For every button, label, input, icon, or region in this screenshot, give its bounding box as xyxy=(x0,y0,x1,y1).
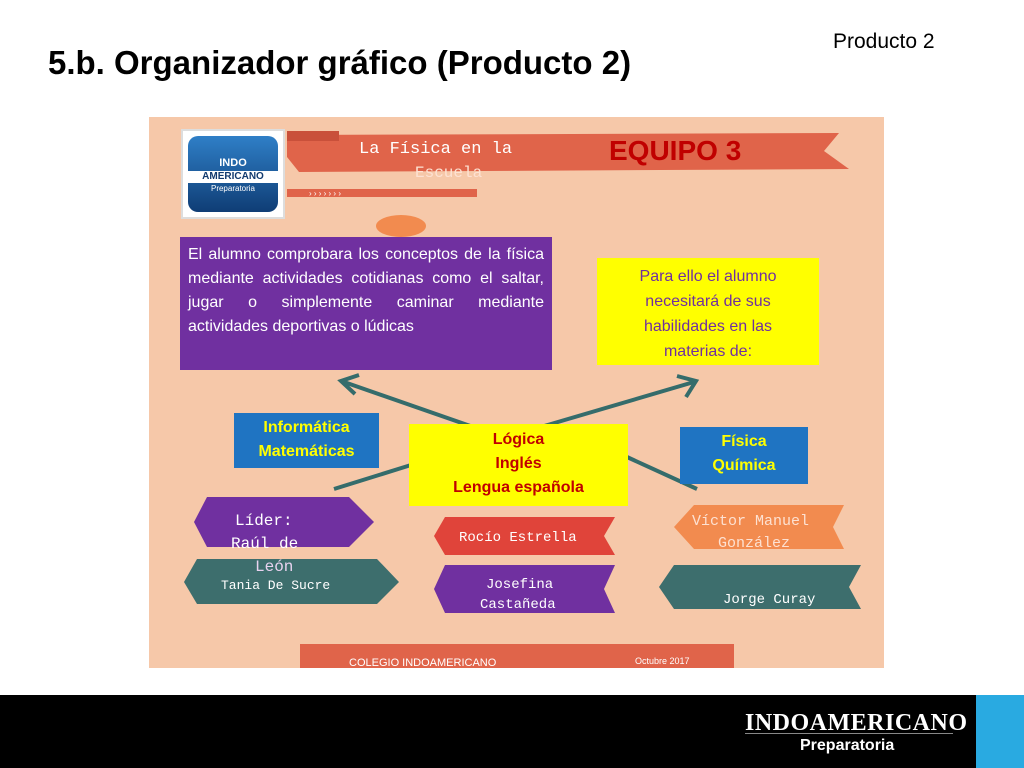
ribbon-leader xyxy=(194,497,374,547)
member-leader-line1: Líder: xyxy=(235,512,293,530)
logo-line3: Preparatoria xyxy=(210,184,256,193)
member-victor-line2: González xyxy=(718,535,791,552)
subject-item: Lengua española xyxy=(453,479,584,496)
logo-line1: INDO xyxy=(219,157,247,169)
title-banner-underline xyxy=(287,189,477,197)
logo-line2: AMERICANO xyxy=(188,171,278,183)
slide-title: 5.b. Organizador gráfico (Producto 2) xyxy=(48,44,632,81)
ribbon-victor xyxy=(674,505,844,549)
title-banner-tail xyxy=(287,131,339,141)
objective-box: El alumno comprobara los conceptos de la… xyxy=(180,237,552,370)
footer-bar xyxy=(300,644,734,668)
member-rocio: Rocío Estrella xyxy=(459,530,577,546)
brand-subtitle: Preparatoria xyxy=(800,737,895,754)
brand-name: INDOAMERICANO xyxy=(745,710,968,736)
subject-item: Inglés xyxy=(495,455,542,472)
ribbon-tania xyxy=(184,559,399,604)
member-josefina-line1: Josefina xyxy=(486,577,554,593)
skills-line: Para ello el alumno xyxy=(639,268,777,285)
title-banner-ribbon xyxy=(287,133,849,172)
member-jorge: Jorge Curay xyxy=(723,592,816,608)
footer-date: Octubre 2017 xyxy=(635,656,690,666)
subject-item: Informática xyxy=(263,419,350,436)
skills-box: Para ello el alumno necesitará de sus ha… xyxy=(597,258,819,365)
member-leader-line2: Raúl de xyxy=(231,535,299,553)
subjects-left-box: Informática Matemáticas xyxy=(234,413,379,468)
member-tania: Tania De Sucre xyxy=(221,578,331,593)
brand-divider xyxy=(745,733,953,734)
team-label: EQUIPO 3 xyxy=(609,135,742,166)
orange-dot xyxy=(376,215,426,237)
indoamericano-logo: INDO AMERICANO Preparatoria xyxy=(181,129,285,219)
footer-school: COLEGIO INDOAMERICANO xyxy=(349,657,497,668)
skills-line: materias de: xyxy=(663,343,753,360)
subject-item: Química xyxy=(712,457,776,474)
banner-title-line2: Escuela xyxy=(415,164,483,182)
ribbon-rocio xyxy=(434,517,615,555)
bottom-accent-bar xyxy=(976,695,1024,768)
ribbon-josefina xyxy=(434,565,615,613)
ribbon-jorge xyxy=(659,565,861,609)
subject-item: Lógica xyxy=(492,431,545,448)
subject-item: Física xyxy=(721,433,767,450)
graphic-organizer-poster: › › › › › › › INDO AMERICANO xyxy=(149,117,884,668)
bottom-brand-bar xyxy=(0,695,1024,768)
member-victor-line1: Víctor Manuel xyxy=(692,513,810,530)
member-josefina-line2: Castañeda xyxy=(480,597,556,613)
skills-line: habilidades en las xyxy=(643,318,773,335)
banner-title-line1: La Física en la xyxy=(359,140,513,159)
subject-item: Matemáticas xyxy=(258,443,355,460)
poster-graphics: › › › › › › › xyxy=(184,131,861,668)
svg-text:› › › › › › ›: › › › › › › › xyxy=(309,189,341,198)
subjects-right-box: Física Química xyxy=(680,427,808,484)
member-leader-line3: León xyxy=(255,558,294,576)
slide-tag: Producto 2 xyxy=(833,30,935,53)
skills-line: necesitará de sus xyxy=(645,293,771,310)
subjects-center-box: Lógica Inglés Lengua española xyxy=(409,424,628,506)
